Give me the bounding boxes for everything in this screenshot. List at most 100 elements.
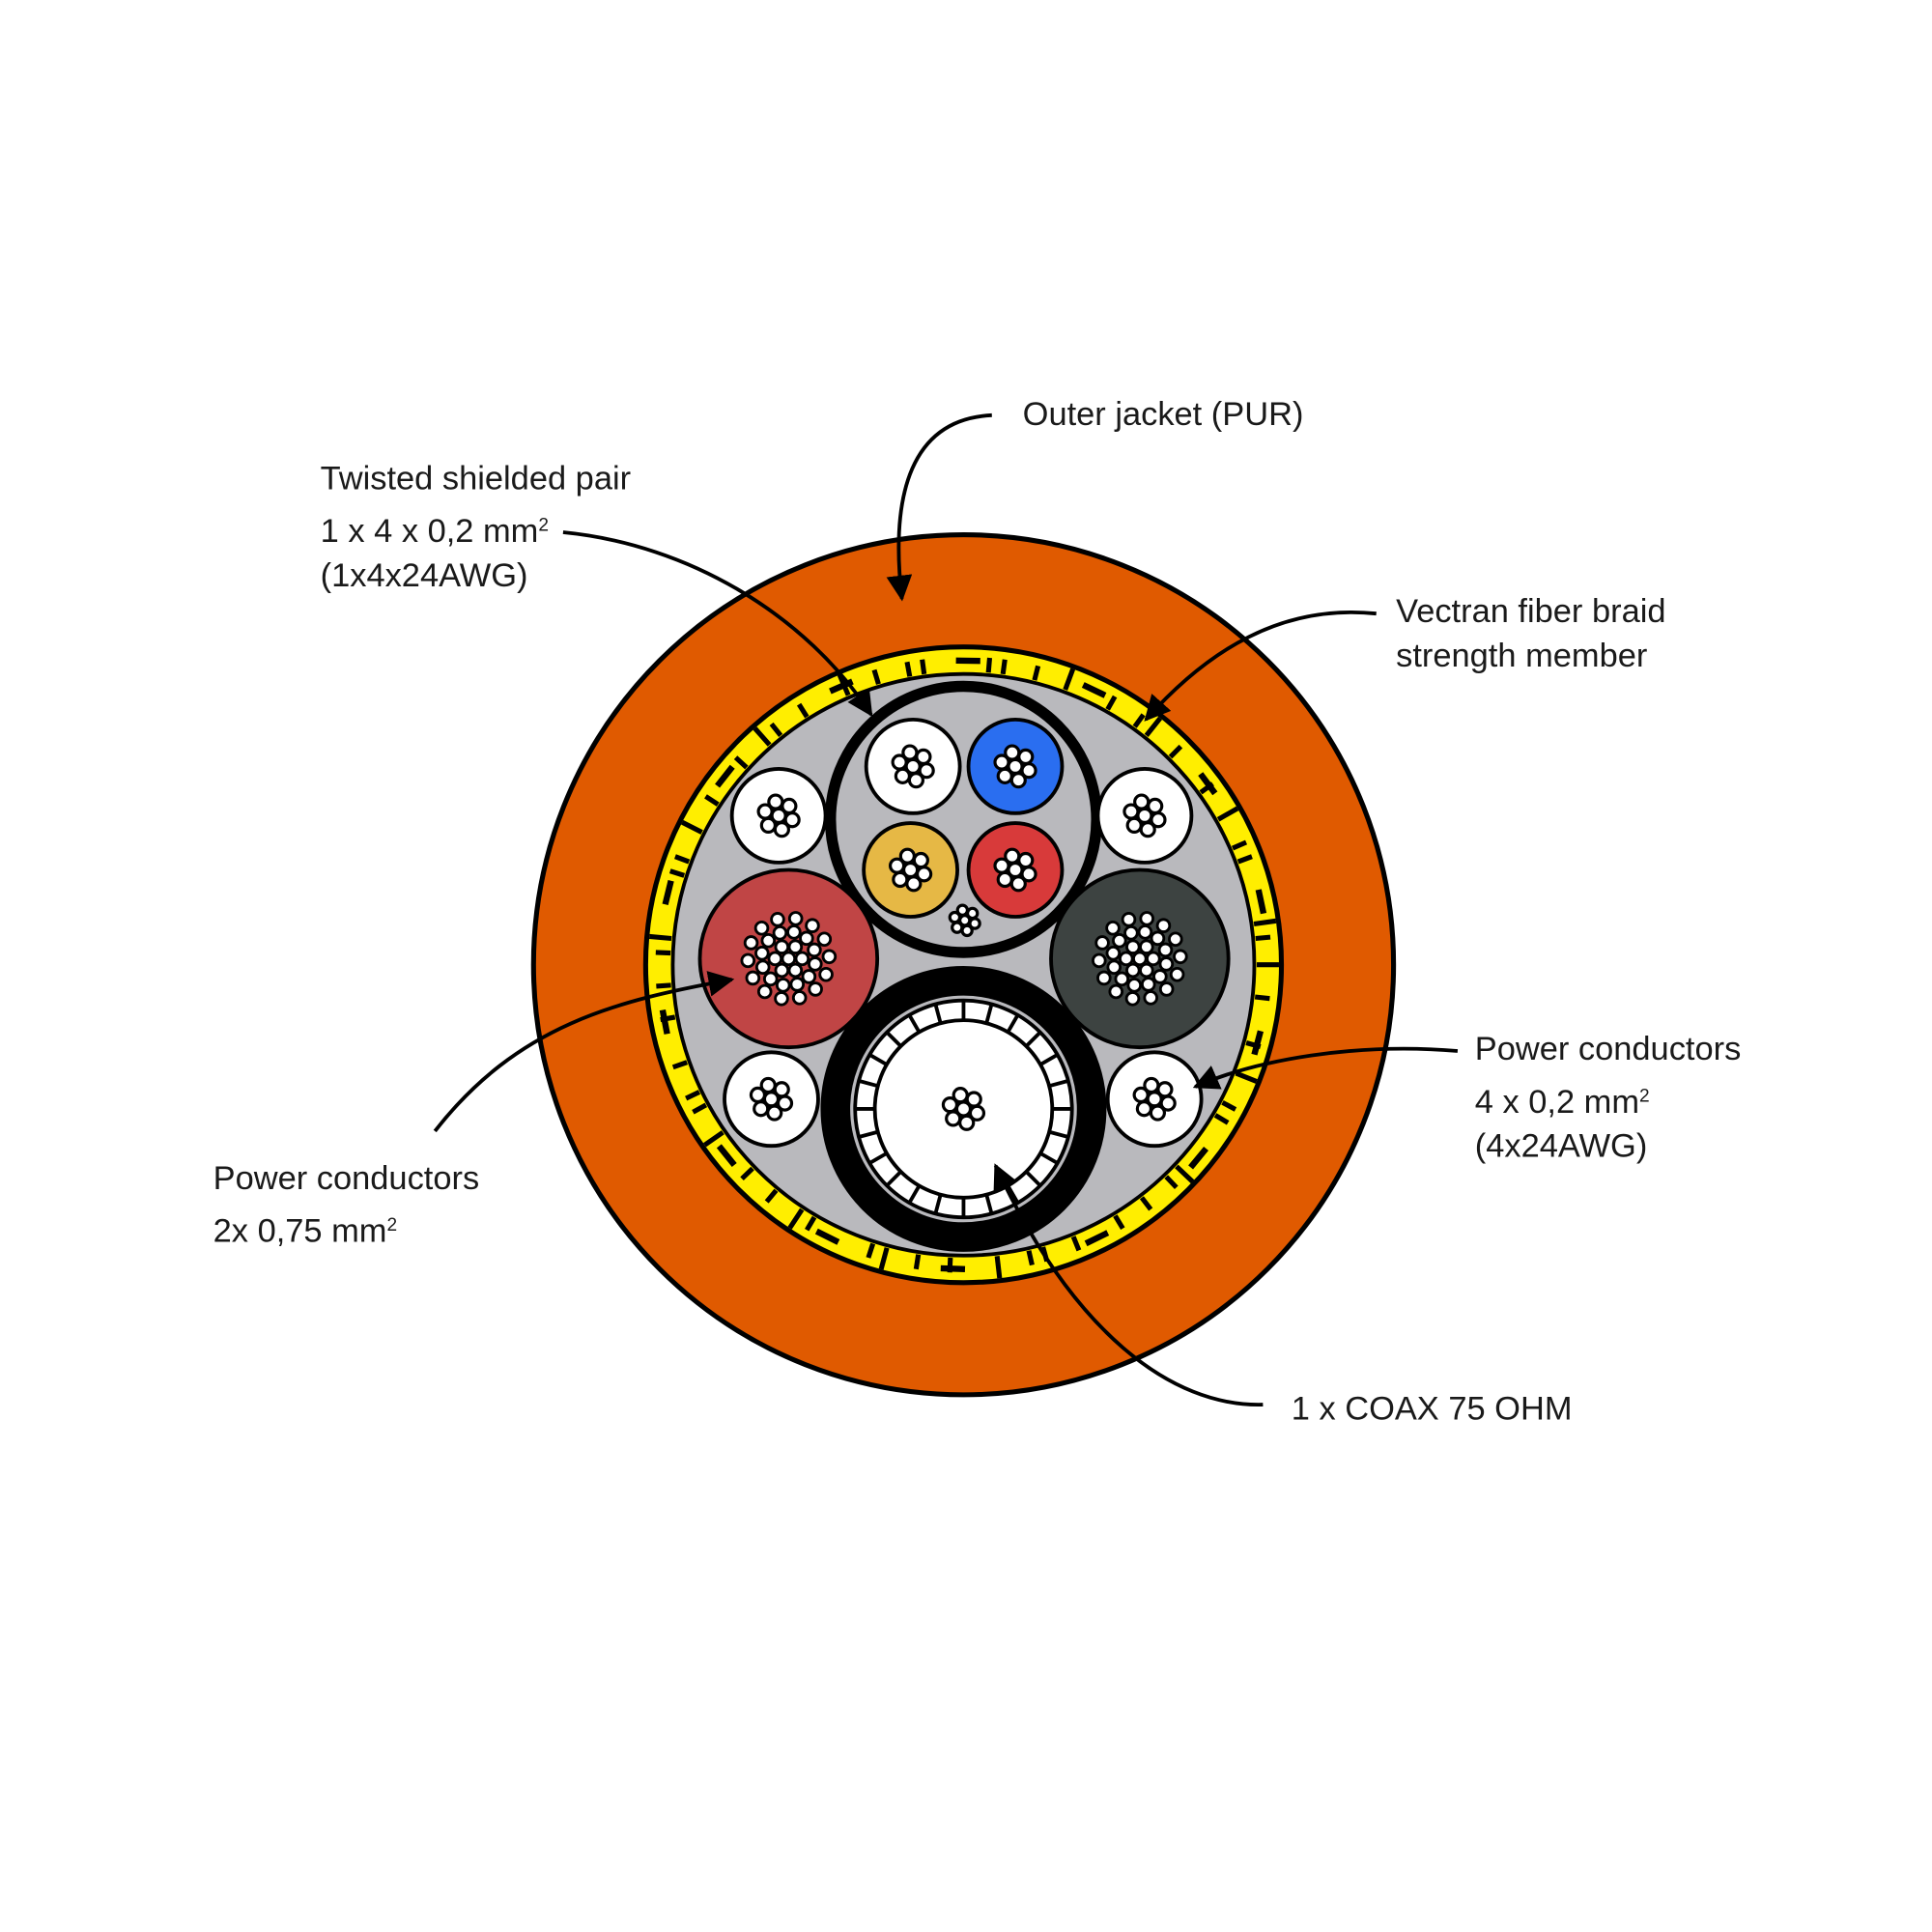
braid-mark (1113, 1214, 1125, 1230)
strand (960, 923, 974, 938)
braid-mark (740, 1166, 754, 1181)
braid-mark (1236, 854, 1253, 865)
strand (958, 1114, 976, 1131)
braid-mark (703, 1130, 724, 1148)
braid-mark (674, 854, 691, 865)
braid-mark (947, 1257, 953, 1273)
strand (1009, 875, 1027, 893)
strand (894, 767, 912, 784)
braid-hatch-marks (649, 657, 1279, 1279)
strand (1139, 939, 1154, 954)
strand (1096, 970, 1112, 986)
strand (1139, 962, 1154, 979)
strand (818, 966, 834, 982)
strand (955, 903, 970, 917)
braid-mark (733, 755, 749, 770)
braid-mark (1032, 665, 1041, 681)
strand (754, 959, 771, 976)
braid-mark (1139, 1196, 1153, 1211)
strand (1108, 983, 1124, 1000)
label-vectran-line1: Vectran fiber braid (1396, 593, 1665, 630)
strand (740, 952, 756, 969)
strand (1143, 1076, 1160, 1094)
arrow-coax (993, 1163, 1264, 1407)
strand (1122, 803, 1140, 820)
strand (808, 956, 823, 972)
strand (1009, 772, 1027, 789)
label-vectran-line2: strength member (1396, 638, 1647, 674)
strand (753, 920, 770, 936)
braid-mark (668, 868, 686, 878)
strand (1140, 977, 1156, 992)
strand (799, 930, 814, 947)
braid-mark (837, 673, 851, 696)
braid-mark (1175, 1164, 1195, 1184)
coax-braid-mark (1048, 1129, 1069, 1139)
arrow-power-right (1192, 1046, 1459, 1090)
strand (1105, 945, 1122, 961)
strand (781, 797, 798, 815)
strand (767, 951, 783, 967)
label-power-right-spec: 4 x 0,2 mm2 (1475, 1084, 1650, 1121)
coax-braid-mark (868, 1053, 888, 1066)
coax-braid-mark (1048, 1079, 1069, 1089)
strand (794, 951, 810, 967)
strand (743, 935, 759, 951)
strand (952, 1087, 969, 1104)
strand (1105, 920, 1121, 936)
braid-mark (1132, 713, 1146, 728)
braid-mark (680, 819, 703, 835)
coax-braid-mark (933, 1004, 943, 1024)
strand (1114, 971, 1130, 987)
braid-mark (871, 668, 881, 685)
strand (1119, 951, 1134, 967)
coax-braid-mark (1039, 1151, 1059, 1165)
coax-braid-mark (984, 1004, 994, 1024)
strand (773, 1081, 790, 1098)
label-twisted-pair-spec: 1 x 4 x 0,2 mm2 (321, 513, 549, 550)
braid-mark (787, 1208, 805, 1230)
strands (740, 744, 1188, 1131)
braid-mark (1084, 1230, 1110, 1247)
strand (905, 875, 923, 893)
braid-mark (913, 1254, 922, 1270)
label-power-left-spec: 2x 0,75 mm2 (213, 1213, 397, 1250)
coax-braid-mark (907, 1013, 922, 1034)
braid-mark (805, 1215, 817, 1232)
strand (951, 921, 964, 934)
braid-mark (1253, 918, 1277, 927)
braid-mark (1199, 781, 1214, 795)
strand (1092, 952, 1107, 969)
strand (781, 951, 797, 967)
strand (745, 970, 761, 986)
strand (915, 748, 932, 766)
braid-mark (796, 702, 810, 719)
strand (912, 851, 929, 869)
strand (760, 932, 777, 949)
strand (941, 1096, 959, 1114)
braid-mark (1081, 682, 1107, 698)
strand (1149, 1104, 1167, 1122)
braid-mark (1221, 1100, 1237, 1112)
braid-mark (685, 1090, 701, 1101)
strand (1135, 1100, 1153, 1118)
strand (759, 816, 777, 834)
arrow-outer-jacket (886, 412, 992, 602)
strand (1132, 951, 1148, 967)
braid-mark (660, 1014, 676, 1023)
braid-mark (1026, 1250, 1035, 1266)
braid-mark (920, 659, 927, 675)
strand (808, 981, 823, 997)
braid-mark (1213, 1113, 1230, 1125)
coax-braid-mark (885, 1031, 902, 1048)
strand (1143, 990, 1158, 1006)
braid-mark (716, 1144, 737, 1168)
strand (965, 1091, 982, 1108)
strand (772, 924, 788, 941)
strand (1152, 969, 1168, 984)
strand (766, 1104, 783, 1122)
strand (901, 744, 919, 761)
braid-mark (715, 764, 735, 788)
braid-mark (1063, 668, 1076, 691)
coax-braid-mark (1039, 1053, 1059, 1066)
